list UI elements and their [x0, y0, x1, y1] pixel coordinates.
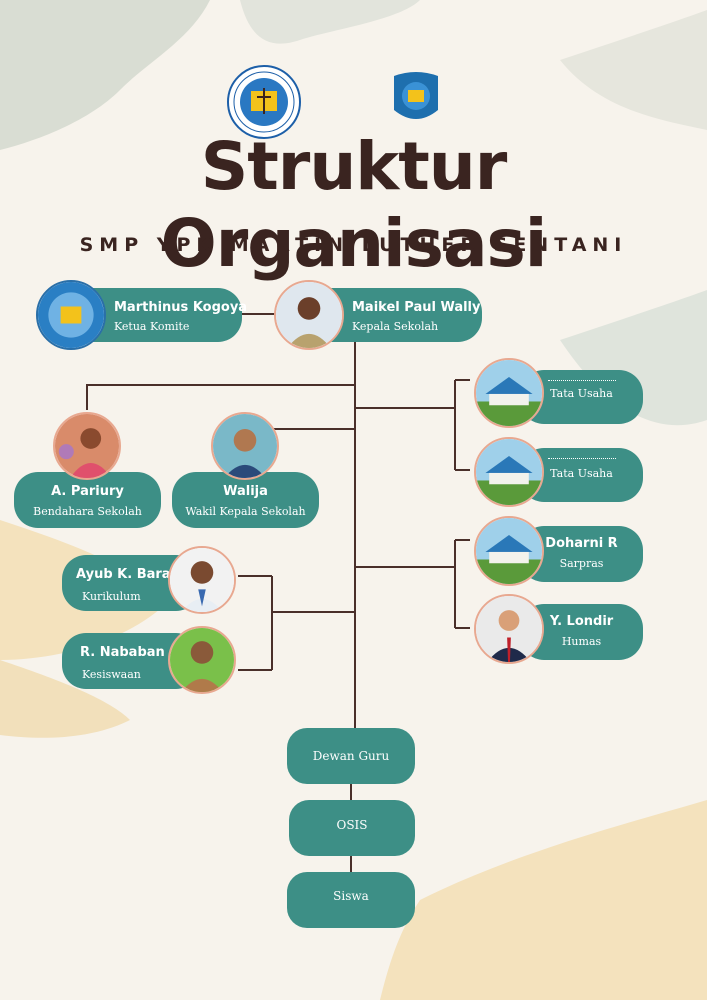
- kesiswaan-photo: [168, 626, 236, 694]
- wakil-kepala-name: Walija: [223, 484, 268, 499]
- komite-logo-avatar: [36, 280, 106, 350]
- kesiswaan-role: Kesiswaan: [82, 668, 141, 681]
- osis-label: OSIS: [336, 818, 368, 832]
- wakil-kepala-role: Wakil Kepala Sekolah: [185, 505, 306, 518]
- tata-usaha-2-name-blank: [547, 448, 616, 459]
- page-subtitle: SMP YPK MARTIN LUTHER SENTANI: [79, 234, 628, 256]
- bendahara-photo: [53, 412, 121, 480]
- humas-role: Humas: [561, 635, 602, 648]
- siswa-label: Siswa: [333, 889, 369, 903]
- sarpras-name: Doharni R: [545, 536, 618, 551]
- kurikulum-name: Ayub K. Bara: [76, 567, 171, 582]
- siswa-box: Siswa: [287, 872, 415, 928]
- tata-usaha-2-photo: [474, 437, 544, 507]
- sarpras-role: Sarpras: [559, 557, 604, 570]
- humas-photo: [474, 594, 544, 664]
- dewan-guru-box: Dewan Guru: [287, 728, 415, 784]
- tata-usaha-1-role: Tata Usaha: [550, 387, 613, 400]
- foundation-logo: [227, 65, 301, 139]
- tata-usaha-2-role: Tata Usaha: [550, 467, 613, 480]
- kurikulum-photo: [168, 546, 236, 614]
- kepala-sekolah-name: Maikel Paul Wally: [352, 300, 481, 315]
- kepala-sekolah-role: Kepala Sekolah: [352, 320, 439, 333]
- osis-box: OSIS: [289, 800, 415, 856]
- wakil-kepala-card: Walija Wakil Kepala Sekolah: [172, 472, 319, 528]
- page-title: Struktur Organisasi: [160, 128, 548, 282]
- kesiswaan-name: R. Nababan: [80, 645, 165, 660]
- dewan-guru-label: Dewan Guru: [312, 749, 390, 763]
- bendahara-role: Bendahara Sekolah: [33, 505, 142, 518]
- ketua-komite-name: Marthinus Kogoya: [114, 300, 248, 315]
- school-logo: [394, 72, 438, 119]
- wakil-kepala-photo: [211, 412, 279, 480]
- tata-usaha-1-name-blank: [547, 370, 616, 381]
- bendahara-name: A. Pariury: [51, 484, 124, 499]
- kepala-sekolah-photo: [274, 280, 344, 350]
- bendahara-card: A. Pariury Bendahara Sekolah: [14, 472, 161, 528]
- kurikulum-role: Kurikulum: [82, 590, 141, 603]
- ketua-komite-role: Ketua Komite: [114, 320, 190, 333]
- sarpras-photo: [474, 516, 544, 586]
- humas-name: Y. Londir: [549, 614, 614, 629]
- tata-usaha-1-photo: [474, 358, 544, 428]
